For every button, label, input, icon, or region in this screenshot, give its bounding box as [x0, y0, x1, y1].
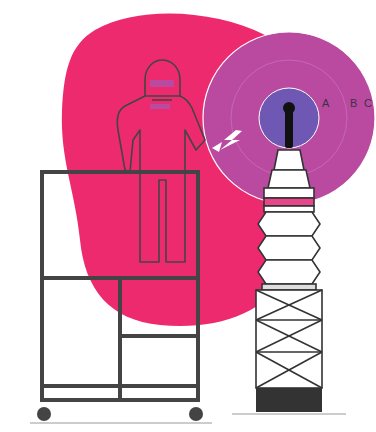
wheel — [37, 407, 51, 421]
worker — [117, 60, 205, 262]
ground-line — [232, 413, 346, 415]
zone-a-circle — [259, 88, 319, 148]
zone-c-circle — [203, 32, 375, 204]
zone-label: A — [322, 98, 329, 109]
ground-line — [30, 422, 212, 424]
insulator — [258, 150, 320, 290]
spark-bolt — [220, 130, 242, 150]
zone-b-circle — [231, 60, 347, 176]
conductor-rod — [285, 108, 293, 148]
zone-label: C — [364, 98, 372, 109]
tower-base — [256, 388, 322, 412]
tower — [256, 290, 322, 388]
zone-label: B — [350, 98, 357, 109]
scaffold — [42, 172, 198, 400]
wheel — [189, 407, 203, 421]
spark-arrow — [212, 142, 222, 152]
